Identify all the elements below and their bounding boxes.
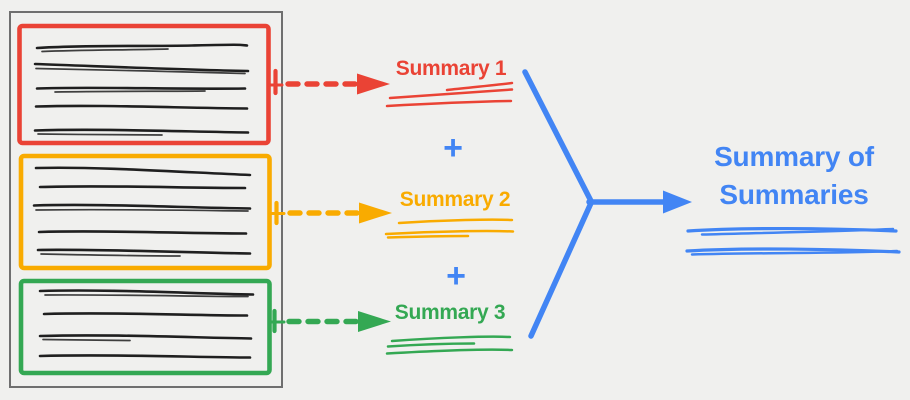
text-scribble-line bbox=[34, 166, 252, 177]
dashed-arrow-orange bbox=[268, 200, 392, 226]
underline-scribble bbox=[700, 227, 895, 236]
summary-1-label: Summary 1 bbox=[395, 57, 507, 80]
underline-scribble bbox=[386, 234, 470, 239]
underline-scribble bbox=[690, 249, 899, 256]
summary-2-underline bbox=[384, 218, 515, 239]
underline-scribble bbox=[386, 342, 476, 348]
text-scribble-line bbox=[54, 90, 206, 93]
text-scribble-line bbox=[38, 185, 247, 190]
text-scribble-line bbox=[38, 354, 252, 359]
summary-3-label: Summary 3 bbox=[394, 301, 506, 324]
underline-scribble bbox=[390, 335, 512, 343]
summary-2-label: Summary 2 bbox=[399, 188, 511, 211]
arrowhead-icon bbox=[359, 202, 392, 224]
text-scribble-line bbox=[42, 338, 131, 342]
text-scribble-line bbox=[38, 289, 255, 296]
text-scribble-line bbox=[35, 43, 249, 50]
document-section-red bbox=[17, 23, 271, 146]
plus-operator-2: + bbox=[446, 257, 466, 295]
text-scribble-line bbox=[35, 208, 249, 212]
dashed-arrow-red bbox=[267, 68, 390, 96]
document-section-green bbox=[18, 278, 272, 376]
orange-section-box bbox=[18, 153, 272, 271]
summary-of-summaries-title: Summary of Summaries bbox=[714, 141, 874, 210]
text-scribble-line bbox=[37, 230, 248, 235]
source-document bbox=[9, 11, 283, 388]
underline-scribble bbox=[397, 218, 514, 225]
text-scribble-line bbox=[37, 133, 163, 136]
text-scribble-line bbox=[32, 203, 252, 210]
underline-scribble bbox=[385, 348, 514, 355]
text-scribble-line bbox=[33, 62, 250, 73]
merge-connector bbox=[522, 69, 692, 339]
underline-scribble bbox=[388, 88, 514, 100]
underline-scribble bbox=[445, 81, 514, 92]
text-scribble-line bbox=[41, 48, 169, 53]
text-scribble-line bbox=[34, 104, 249, 110]
underline-scribble bbox=[384, 229, 515, 236]
arrowhead-icon bbox=[358, 311, 391, 332]
text-scribble-line bbox=[35, 86, 247, 91]
arrowhead-icon bbox=[663, 190, 692, 214]
dashed-arrow-green bbox=[268, 308, 391, 334]
result-underline bbox=[685, 226, 901, 256]
text-scribble-line bbox=[42, 312, 249, 317]
summary-1-underline bbox=[385, 81, 514, 108]
merge-branch-top bbox=[522, 69, 594, 204]
document-section-orange bbox=[18, 153, 272, 271]
arrowhead-icon bbox=[357, 73, 390, 95]
text-scribble-line bbox=[36, 248, 252, 255]
text-scribble-line bbox=[33, 128, 250, 134]
text-scribble-line bbox=[40, 253, 181, 257]
green-section-box bbox=[18, 278, 272, 376]
underline-scribble bbox=[385, 99, 513, 108]
plus-operator-1: + bbox=[443, 129, 463, 167]
text-scribble-line bbox=[44, 294, 249, 298]
summary-3-underline bbox=[385, 335, 514, 355]
text-scribble-line bbox=[35, 67, 246, 75]
merge-branch-bottom bbox=[528, 200, 594, 339]
document-border bbox=[9, 11, 283, 388]
text-scribble-line bbox=[38, 334, 253, 340]
